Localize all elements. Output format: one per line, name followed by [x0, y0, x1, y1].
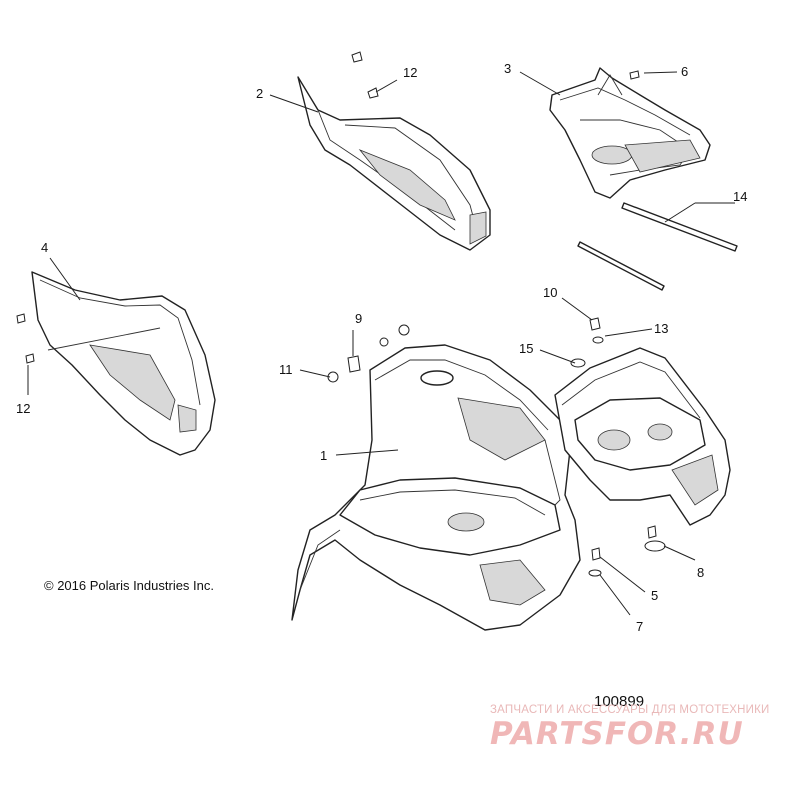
hardware-fasteners — [16, 51, 666, 577]
screw-5 — [591, 547, 601, 561]
callout-9: 9 — [355, 311, 362, 326]
copyright-notice: © 2016 Polaris Industries Inc. — [44, 578, 214, 593]
callout-2: 2 — [256, 86, 263, 101]
callout-3: 3 — [504, 61, 511, 76]
callout-5: 5 — [651, 588, 658, 603]
part-rear-fender — [554, 347, 731, 526]
clip-9 — [347, 355, 361, 373]
push-pin-12-left-a — [16, 313, 26, 324]
washer-7 — [588, 569, 602, 577]
push-pin-12-mid — [367, 87, 379, 99]
part-14-rods — [577, 202, 738, 291]
callout-13: 13 — [654, 321, 668, 336]
washer-8 — [644, 540, 666, 552]
callout-10: 10 — [543, 285, 557, 300]
bushing-9a — [398, 324, 410, 336]
screw-6 — [629, 70, 640, 80]
push-pin-12-left-b — [25, 353, 35, 364]
screw-10 — [589, 317, 601, 331]
callout-7: 7 — [636, 619, 643, 634]
callout-6: 6 — [681, 64, 688, 79]
callout-8: 8 — [697, 565, 704, 580]
watermark-tagline: ЗАПЧАСТИ И АКСЕССУАРЫ ДЛЯ МОТОТЕХНИКИ — [490, 704, 770, 716]
bushing-9b — [379, 337, 389, 347]
part-1-front-fender — [291, 344, 581, 631]
part-2-side-panel — [297, 76, 491, 251]
push-pin-12-top — [351, 51, 363, 63]
washer-13 — [592, 336, 604, 344]
part-3-rear-tray — [549, 67, 711, 199]
callout-14: 14 — [733, 189, 747, 204]
screw-8 — [647, 525, 657, 539]
leader-lines — [27, 71, 735, 616]
callout-12-left: 12 — [16, 401, 30, 416]
callout-1: 1 — [320, 448, 327, 463]
callout-12-top: 12 — [403, 65, 417, 80]
diagram-reference-number: 100899 — [594, 693, 645, 710]
watermark-logo: PARTSFOR.RU — [490, 716, 744, 752]
washer-15 — [570, 358, 586, 368]
part-4-left-panel — [31, 271, 216, 456]
callout-15: 15 — [519, 341, 533, 356]
callout-4: 4 — [41, 240, 48, 255]
callout-numbers: 1 2 3 4 5 6 7 8 9 10 11 12 12 13 14 15 — [16, 61, 747, 634]
callout-11: 11 — [279, 362, 293, 377]
